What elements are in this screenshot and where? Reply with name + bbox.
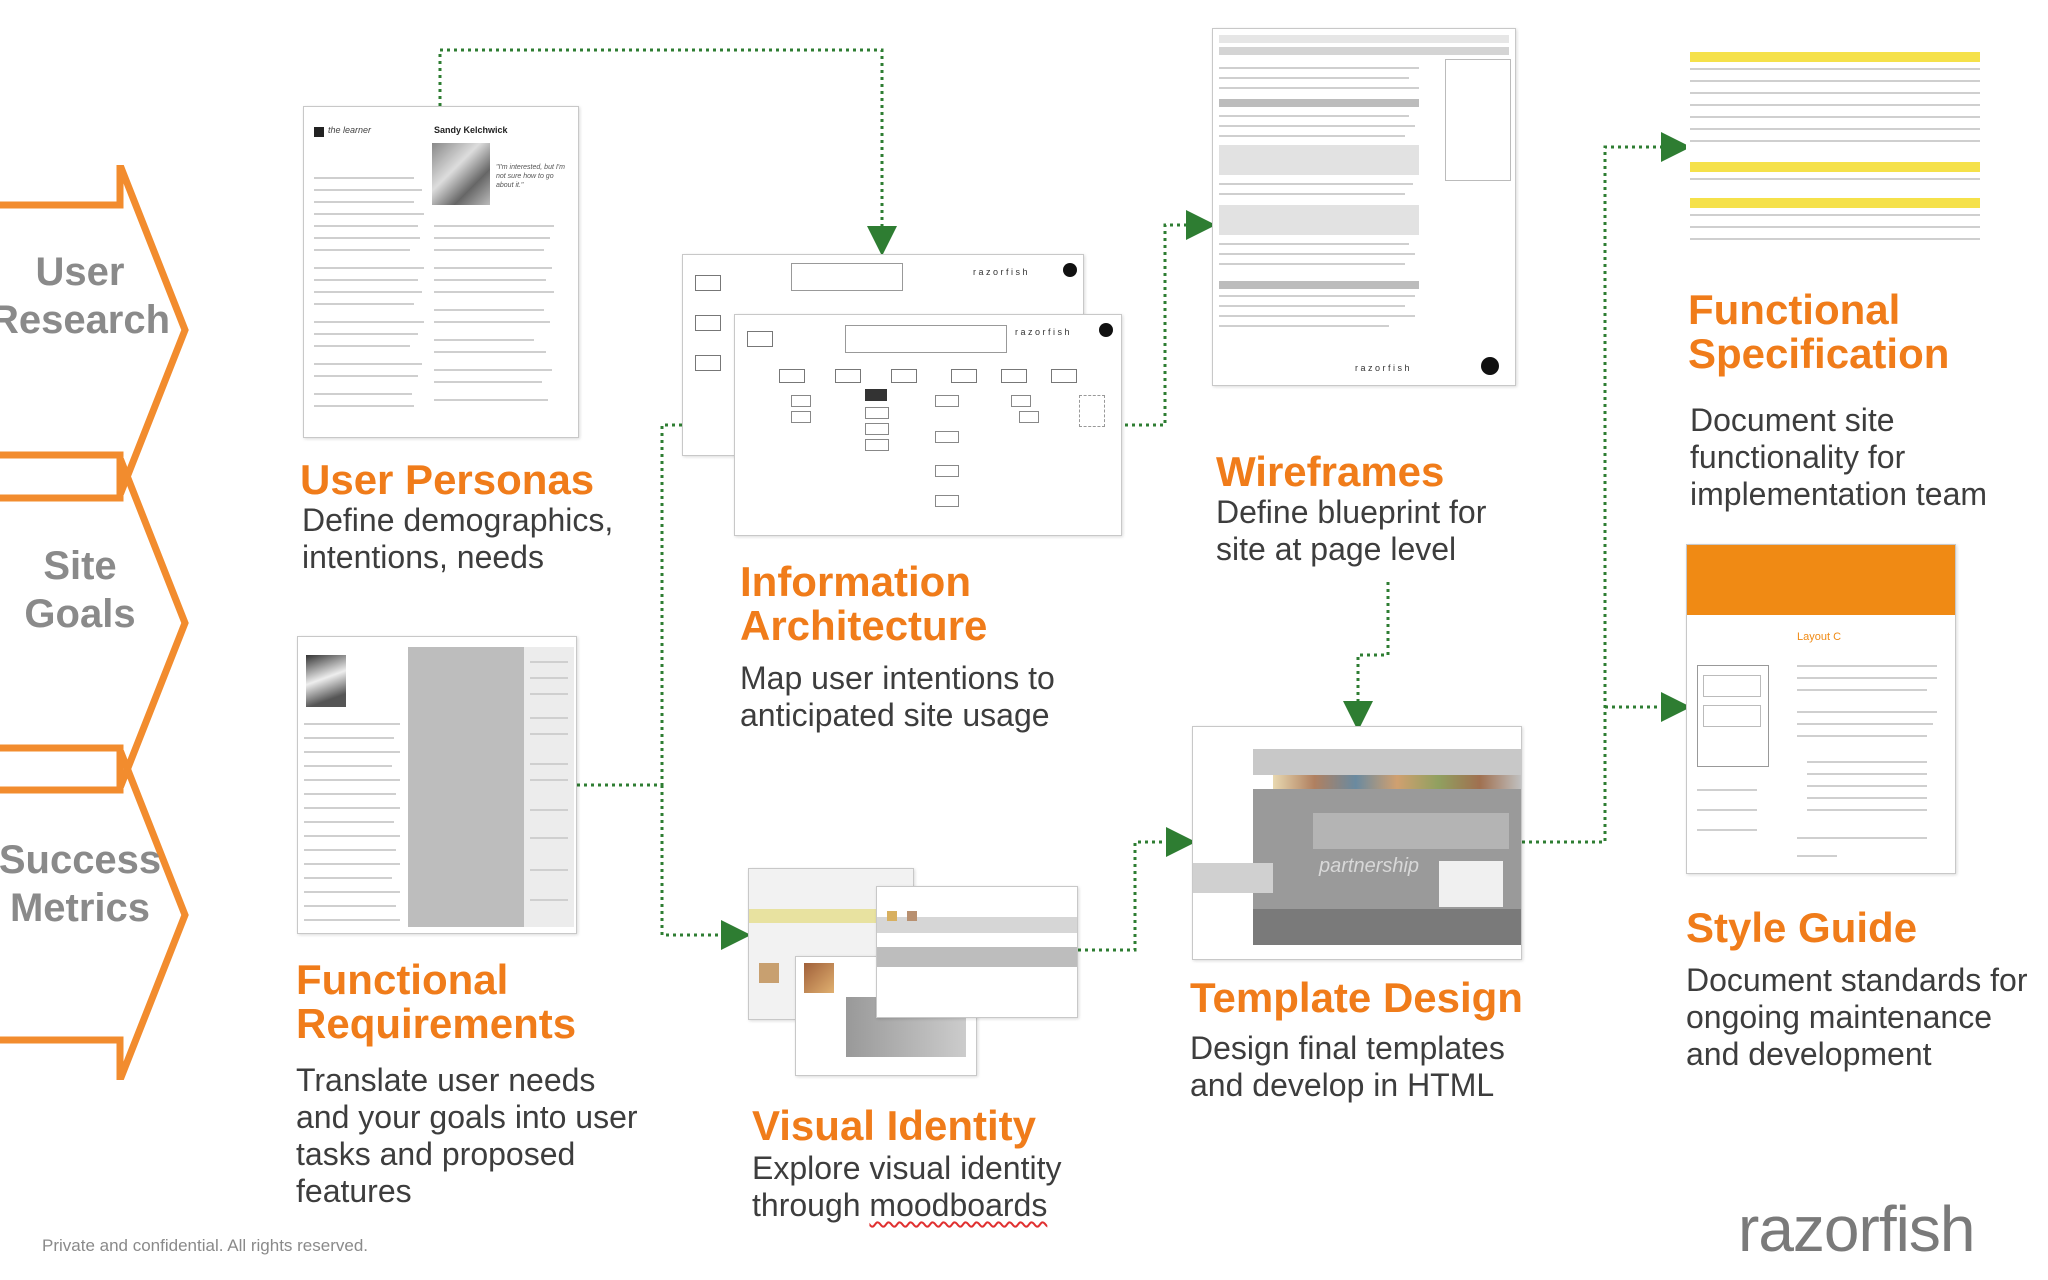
confidentiality-footer: Private and confidential. All rights res…	[42, 1236, 369, 1255]
style-guide-layout-label: Layout C	[1797, 631, 1842, 643]
template-design-title: Template Design	[1190, 974, 1523, 1021]
style-guide-title: Style Guide	[1686, 904, 1918, 951]
wireframes-thumbnail: r a z o r f i s h	[1212, 28, 1516, 386]
moodboards-spelling-mark: moodboards	[869, 1187, 1048, 1223]
persona-quote: "I'm interested, but I'm not sure how to…	[496, 164, 565, 189]
style-guide-desc: Document standards for ongoing maintenan…	[1686, 962, 2028, 1072]
persona-name: Sandy Kelchwick	[434, 125, 508, 135]
connector-ia-wireframes	[1125, 210, 1216, 427]
visual-identity-title: Visual Identity	[752, 1102, 1036, 1149]
user-personas-thumbnail: the learner Sandy Kelchwick "I'm interes…	[303, 106, 579, 438]
user-personas-desc: Define demographics,intentions, needs	[302, 502, 614, 575]
persona-logo: the learner	[328, 125, 372, 135]
requirements-photo	[306, 655, 346, 707]
connector-template-spec	[1522, 132, 1691, 844]
moodboard-3	[876, 886, 1078, 1018]
user-research-chevron	[0, 165, 189, 495]
functional-requirements-desc: Translate user needs and your goals into…	[296, 1062, 638, 1209]
connector-visual-template	[1078, 827, 1196, 952]
site-goals-chevron	[0, 458, 189, 788]
user-personas-title: User Personas	[300, 456, 595, 503]
template-design-thumbnail: partnership	[1192, 726, 1522, 960]
persona-logo-mark	[314, 127, 324, 137]
razorfish-logo: razorfish	[1738, 1193, 1975, 1265]
persona-photo	[432, 143, 490, 205]
template-partnership-text: partnership	[1319, 855, 1420, 877]
ia-sitemap-front: r a z o r f i s h	[734, 314, 1122, 536]
functional-specification-desc: Document site functionality for implemen…	[1690, 402, 1988, 512]
visual-identity-desc: Explore visual identity through moodboar…	[752, 1150, 1062, 1223]
functional-specification-thumbnail	[1686, 40, 1996, 258]
connector-wireframes-template	[1343, 582, 1390, 731]
connector-requirements-ia	[577, 410, 746, 787]
connector-requirements-visual	[660, 785, 751, 950]
functional-requirements-thumbnail	[297, 636, 577, 934]
style-guide-thumbnail: Layout C	[1686, 544, 1956, 874]
wireframes-title: Wireframes	[1216, 448, 1445, 495]
success-metrics-chevron	[0, 750, 189, 1080]
